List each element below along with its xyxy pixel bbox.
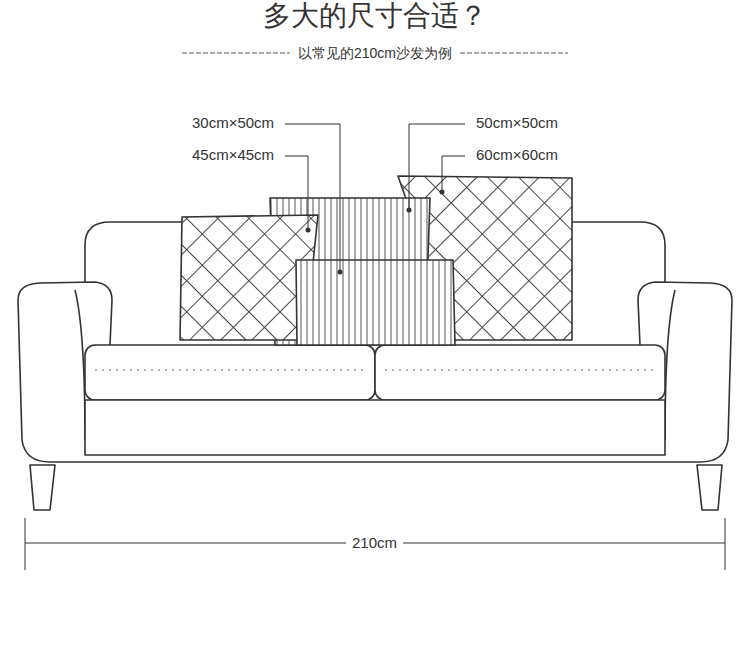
- dimension-line: [25, 518, 725, 570]
- pillows: [180, 176, 572, 345]
- sofa-base: [85, 400, 665, 455]
- size-label: 60cm×60cm: [476, 146, 558, 164]
- sofa-leg: [30, 465, 55, 510]
- dimension-tick: [725, 518, 726, 570]
- leader-dot: [338, 270, 343, 275]
- seat-texture: [95, 369, 655, 371]
- leader-dot: [440, 190, 445, 195]
- left-arm-edge: [75, 290, 85, 440]
- leader-line: [285, 156, 308, 228]
- leader-lines: [285, 124, 465, 270]
- sofa-leg: [697, 465, 722, 510]
- size-label: 30cm×50cm: [192, 114, 274, 132]
- pillow-30x50: [296, 260, 455, 345]
- seat-cushion: [375, 345, 665, 400]
- dimension-label: 210cm: [346, 534, 403, 552]
- leader-dots: [306, 190, 445, 275]
- dash-line: [182, 53, 290, 54]
- leader-dot: [306, 228, 311, 233]
- size-label: 45cm×45cm: [192, 146, 274, 164]
- title: 多大的尺寸合适？: [263, 0, 487, 33]
- seat-cushion: [85, 345, 375, 400]
- leader-dot: [407, 208, 412, 213]
- leader-line: [285, 124, 340, 270]
- dimension-tick: [25, 518, 26, 570]
- leader-line: [442, 156, 465, 190]
- right-arm-edge: [665, 290, 675, 440]
- leader-line: [409, 124, 465, 208]
- size-label: 50cm×50cm: [476, 114, 558, 132]
- sofa: [18, 222, 732, 510]
- subtitle: 以常见的210cm沙发为例: [292, 45, 458, 62]
- bottom-rail: [22, 440, 728, 462]
- dash-line: [460, 53, 568, 54]
